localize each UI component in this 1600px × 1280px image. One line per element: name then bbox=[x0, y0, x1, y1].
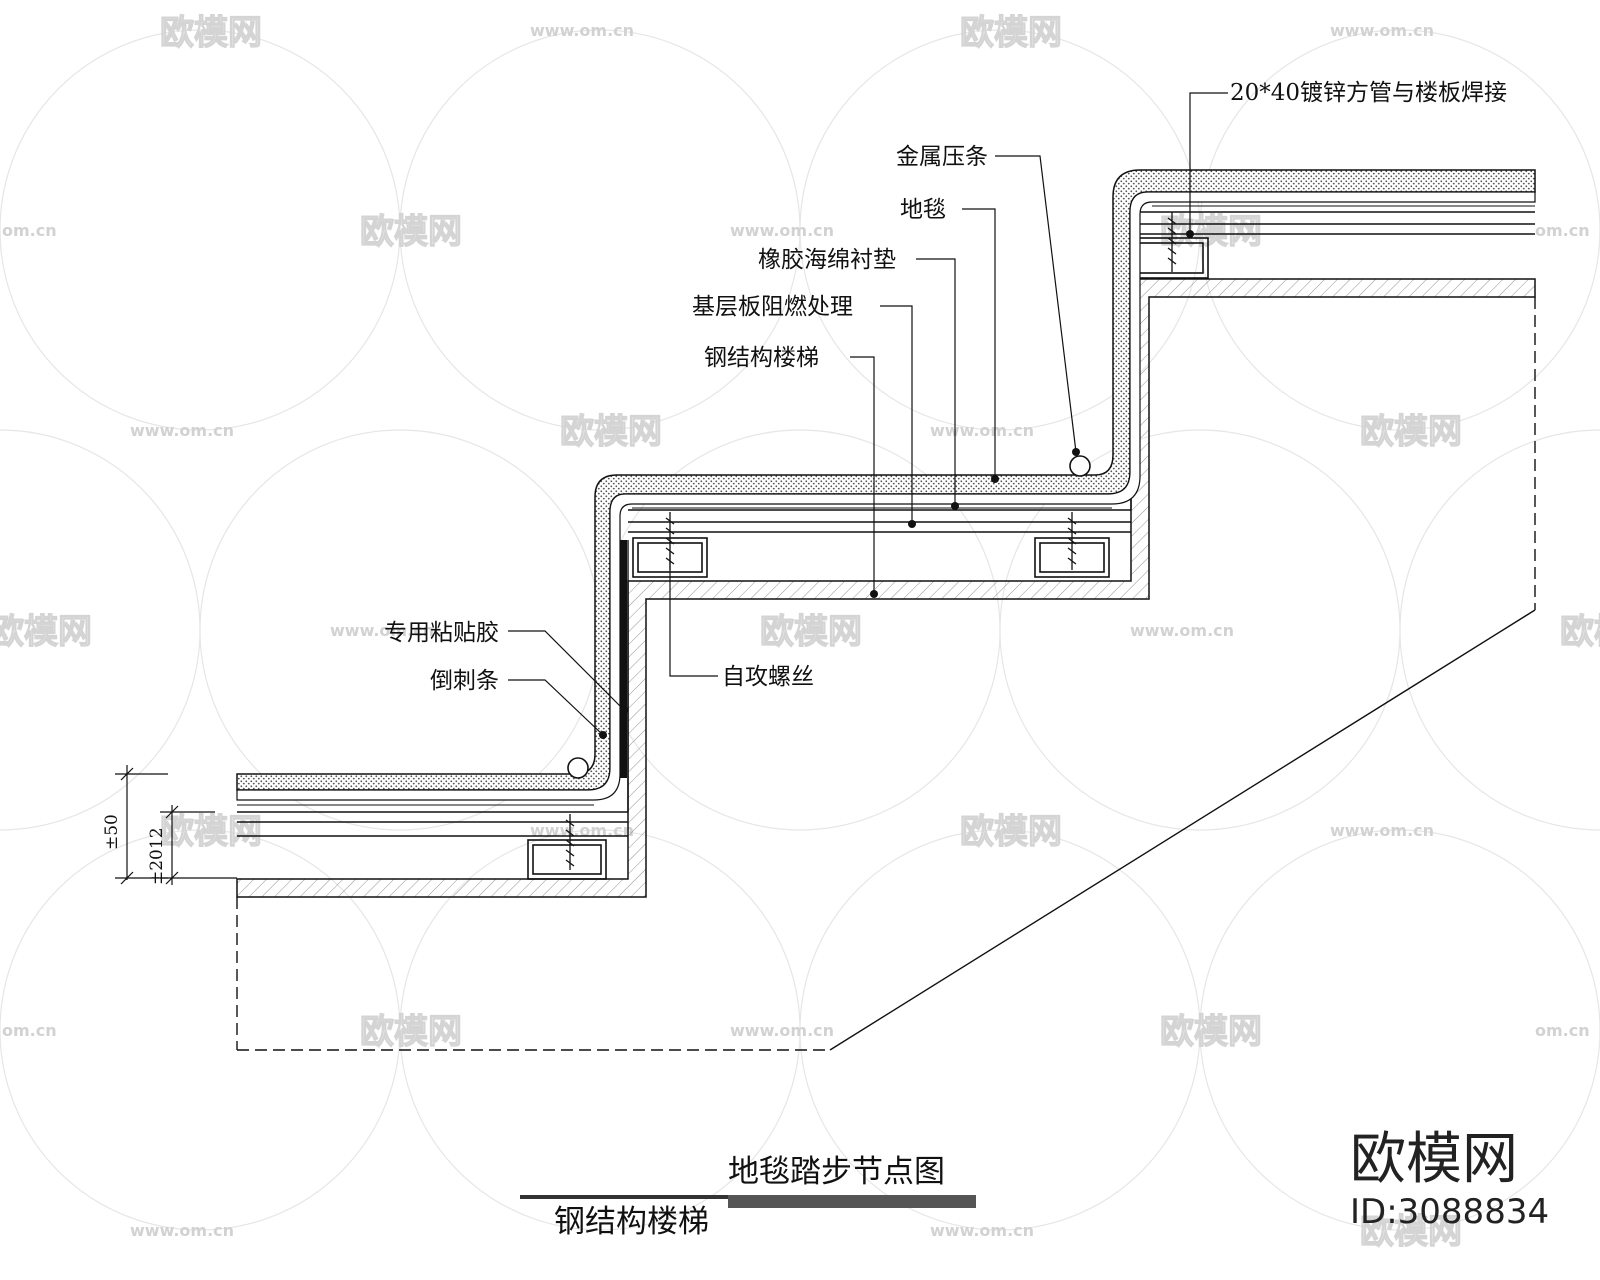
watermark-brand: 欧模网 bbox=[1360, 1212, 1462, 1252]
watermark-url: www.om.cn bbox=[1330, 821, 1434, 840]
watermark-brand: 欧模网 bbox=[760, 612, 862, 652]
watermark-url: om.cn bbox=[2, 221, 57, 240]
watermark-url: www.om.cn bbox=[730, 1021, 834, 1040]
watermark-url: om.cn bbox=[2, 1021, 57, 1040]
watermark-url: www.om.cn bbox=[930, 421, 1034, 440]
metal-nosing bbox=[1069, 455, 1091, 477]
pad-inner-lines bbox=[237, 205, 1535, 806]
label-steel-stair: 钢结构楼梯 bbox=[704, 345, 819, 371]
tapping-screws bbox=[565, 212, 1177, 870]
leader-dots bbox=[599, 230, 1194, 739]
watermark-brand: 欧模网 bbox=[560, 412, 662, 452]
watermark-brand: 欧模网 bbox=[1160, 1012, 1262, 1052]
stair-outline-dashed bbox=[236, 297, 1536, 1051]
label-tube-weld: 20*40镀锌方管与楼板焊接 bbox=[1230, 80, 1507, 106]
watermark-url: www.om.cn bbox=[130, 1221, 234, 1240]
brand-logo-text: 欧模网 bbox=[1350, 1127, 1518, 1192]
watermark-url: om.cn bbox=[1535, 221, 1590, 240]
label-metal-strip: 金属压条 bbox=[896, 144, 988, 170]
label-rubber-pad: 橡胶海绵衬垫 bbox=[758, 247, 896, 273]
watermark-brand: 欧模网 bbox=[960, 13, 1062, 53]
watermark-url: www.om.cn bbox=[530, 21, 634, 40]
label-carpet: 地毯 bbox=[900, 197, 946, 223]
label-tapping-screw: 自攻螺丝 bbox=[722, 664, 814, 690]
watermark-url: www.om.cn bbox=[930, 1221, 1034, 1240]
watermark-url: www.om.cn bbox=[730, 221, 834, 240]
watermark-url: om.cn bbox=[1535, 1021, 1590, 1040]
label-adhesive: 专用粘贴胶 bbox=[384, 620, 499, 646]
label-base-board: 基层板阻燃处理 bbox=[692, 294, 853, 320]
watermark-url: www.om.cn bbox=[1330, 21, 1434, 40]
stringer-line bbox=[829, 609, 1536, 1051]
watermark-brand: 欧模网 bbox=[0, 612, 92, 652]
watermark-url: www.om.cn bbox=[330, 621, 434, 640]
title-underline-thin bbox=[520, 1195, 728, 1199]
leader-lines bbox=[508, 92, 1228, 736]
watermark-url: www.om.cn bbox=[130, 421, 234, 440]
drawing-title: 地毯踏步节点图 bbox=[728, 1154, 945, 1190]
watermark-texts: 欧模网 欧模网 www.om.cn www.om.cn 欧模网 欧模网 om.c… bbox=[0, 12, 1600, 1252]
watermark-brand: 欧模网 bbox=[160, 13, 262, 53]
brand-id: ID:3088834 bbox=[1350, 1192, 1549, 1232]
watermark-brand: 欧模网 bbox=[160, 812, 262, 852]
watermark-brand: 欧模网 bbox=[360, 1012, 462, 1052]
dimension-50: ±50 bbox=[102, 814, 122, 850]
watermark-brand: 欧模网 bbox=[360, 212, 462, 252]
dimension-lines bbox=[115, 765, 237, 885]
steel-stair-body bbox=[236, 278, 1536, 898]
watermark-brand: 欧模网 bbox=[960, 812, 1062, 852]
watermark-url: www.om.cn bbox=[1130, 621, 1234, 640]
watermark-url: www.om.cn bbox=[530, 821, 634, 840]
label-barb-strip: 倒刺条 bbox=[430, 668, 499, 694]
title-underline-thick bbox=[728, 1195, 976, 1208]
watermark-brand: 欧模网 bbox=[1360, 412, 1462, 452]
metal-nosing bbox=[567, 757, 589, 779]
rubber-pad-layer bbox=[236, 191, 1536, 801]
drawing-subtitle: 钢结构楼梯 bbox=[554, 1204, 709, 1240]
riser-board bbox=[620, 540, 627, 778]
watermark-brand: 欧模网 bbox=[1560, 612, 1600, 652]
dimension-2012: ±2012 bbox=[147, 827, 167, 885]
watermark-brand: 欧模网 bbox=[1160, 212, 1262, 252]
